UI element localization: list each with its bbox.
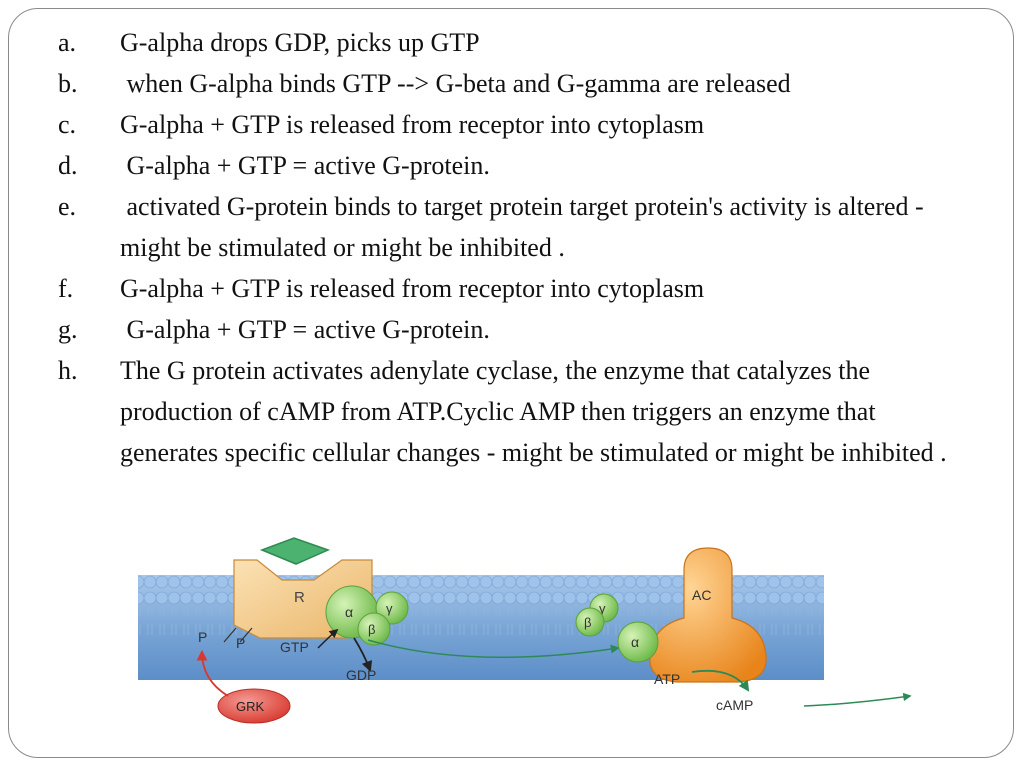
grk-ellipse [217,688,291,724]
step-text: The G protein activates adenylate cyclas… [120,356,947,467]
ac-label: AC [692,587,711,603]
step-e: e. activated G-protein binds to target p… [58,186,958,268]
step-letter: d. [58,151,78,180]
step-text: when G-alpha binds GTP --> G-beta and G-… [120,69,791,98]
phosphate-label-2: P [236,635,245,651]
step-letter: e. [58,192,77,221]
beta-subunit-free [575,607,605,637]
step-letter: c. [58,110,77,139]
beta-label-free: β [584,615,591,630]
beta-subunit [357,612,391,646]
grk-label: GRK [236,699,265,714]
gtp-label: GTP [280,639,309,655]
grk-arrow [196,649,229,697]
alpha-subunit-active [617,621,659,663]
atp-label: ATP [654,671,680,687]
step-f: f. G-alpha + GTP is released from recept… [58,268,958,309]
step-a: a. G-alpha drops GDP, picks up GTP [58,22,958,63]
phosphate-label-1: P [198,629,207,645]
step-text: G-alpha + GTP = active G-protein. [120,151,490,180]
phosphate-tick [239,627,253,643]
beta-label: β [368,622,375,637]
step-d: d. G-alpha + GTP = active G-protein. [58,145,958,186]
step-text: G-alpha + GTP is released from receptor … [120,274,705,303]
step-text: G-alpha + GTP is released from receptor … [120,110,705,139]
step-text: G-alpha + GTP = active G-protein. [120,315,490,344]
step-letter: b. [58,69,78,98]
step-g: g. G-alpha + GTP = active G-protein. [58,309,958,350]
alpha-label: α [345,604,353,620]
gtp-arrow [317,628,339,649]
step-text: G-alpha drops GDP, picks up GTP [120,28,480,57]
step-b: b. when G-alpha binds GTP --> G-beta and… [58,63,958,104]
step-letter: a. [58,28,77,57]
receptor-label: R [294,589,305,606]
step-text: activated G-protein binds to target prot… [120,192,931,262]
step-list: a. G-alpha drops GDP, picks up GTP b. wh… [58,22,958,473]
gprotein-diagram: R P P α γ β GTP GDP γ β AC α ATP cAMP GR… [138,537,912,724]
alpha-to-ac-arrow [367,639,620,659]
alpha-label-active: α [631,634,639,650]
step-letter: g. [58,315,78,344]
camp-effect-arrow [803,692,912,707]
atp-to-camp-arrow [691,669,750,692]
gdp-label: GDP [346,667,376,683]
step-h: h. The G protein activates adenylate cyc… [58,350,958,473]
step-letter: h. [58,356,78,385]
gamma-label: γ [386,601,393,616]
gdp-arrow [353,637,373,673]
phosphate-tick [223,627,237,643]
step-c: c. G-alpha + GTP is released from recept… [58,104,958,145]
ligand-diamond [259,537,331,565]
camp-label: cAMP [716,697,753,713]
gamma-label-free: γ [599,601,606,616]
step-letter: f. [58,274,74,303]
